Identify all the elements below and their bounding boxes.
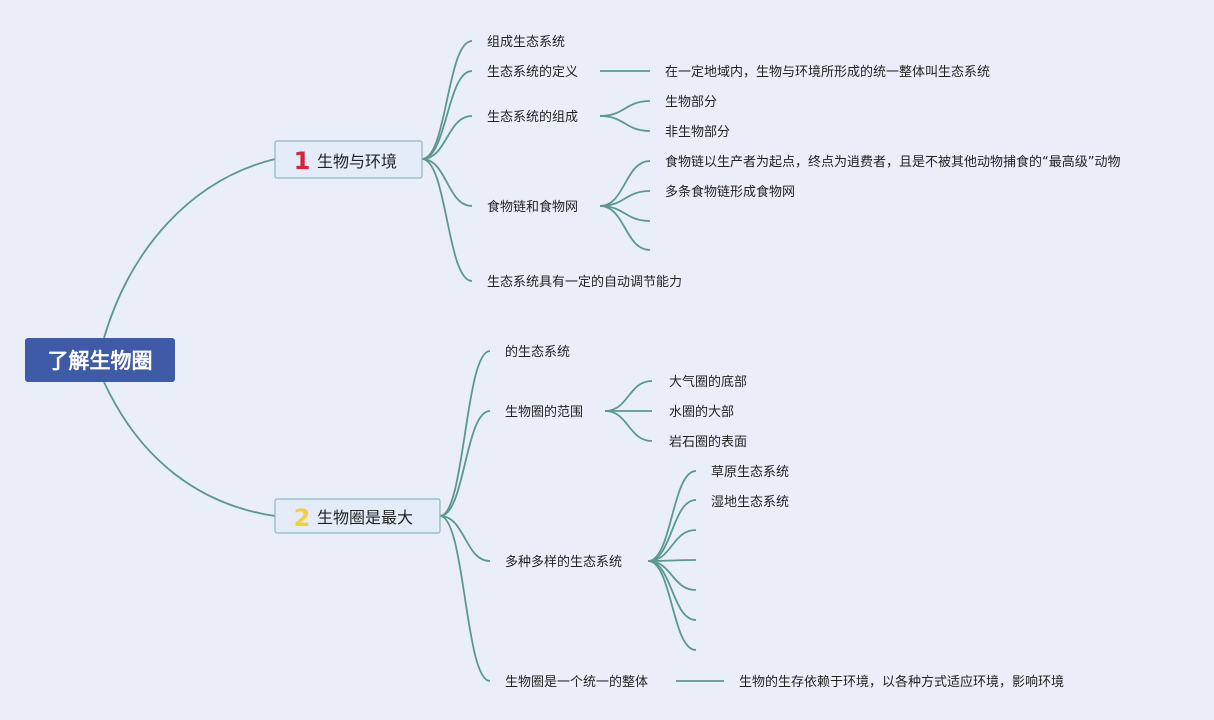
- subtopic-label[interactable]: 大气圈的底部: [669, 374, 747, 390]
- connector-line: [421, 158, 473, 282]
- connector-line: [439, 410, 491, 517]
- topic-label[interactable]: 生态系统的组成: [487, 109, 578, 125]
- connector-line: [421, 70, 473, 160]
- connector-line: [647, 499, 697, 562]
- connector-line: [647, 560, 697, 621]
- root-connector: [103, 158, 276, 339]
- subtopic-label[interactable]: 岩石圈的表面: [669, 434, 747, 450]
- connector-line: [439, 515, 491, 562]
- topic-label[interactable]: 生态系统的定义: [487, 64, 578, 80]
- connector-line: [604, 410, 653, 442]
- branch-node-2-label: 生物圈是最大: [317, 508, 413, 527]
- connector-line: [421, 158, 473, 207]
- topic-label[interactable]: 生物圈是一个统一的整体: [505, 674, 648, 690]
- connector-line: [647, 559, 697, 562]
- subtopic-label[interactable]: 多条食物链形成食物网: [665, 184, 795, 200]
- subtopic-label[interactable]: 草原生态系统: [711, 465, 789, 480]
- subtopic-label[interactable]: 非生物部分: [665, 125, 730, 140]
- connector-lines: [103, 40, 724, 682]
- subtopic-label[interactable]: 湿地生态系统: [711, 495, 789, 510]
- subtopic-label[interactable]: 水圈的大部: [669, 404, 734, 420]
- root-node[interactable]: 了解生物圈: [25, 338, 175, 382]
- connector-line: [599, 100, 651, 117]
- topic-label[interactable]: 食物链和食物网: [487, 199, 578, 215]
- root-node-label: 了解生物圈: [48, 349, 153, 373]
- subtopic-label[interactable]: 在一定地域内，生物与环境所形成的统一整体叫生态系统: [665, 64, 990, 80]
- branch-node-1-box: [274, 140, 423, 179]
- connector-line: [439, 515, 491, 682]
- root-connector: [103, 381, 276, 517]
- connector-line: [421, 40, 473, 160]
- branch-node-1-label: 生物与环境: [317, 152, 397, 171]
- connector-line: [647, 470, 697, 562]
- subtopic-label[interactable]: 生物部分: [665, 95, 717, 110]
- topic-label[interactable]: 生态系统具有一定的自动调节能力: [487, 274, 682, 290]
- connector-line: [439, 350, 491, 517]
- branch-node-2-box: [274, 498, 441, 534]
- branch-node-2[interactable]: 2 生物圈是最大: [274, 498, 441, 534]
- root-node-box: [25, 338, 175, 382]
- connector-line: [647, 560, 697, 651]
- branch-number-1: 1: [294, 147, 311, 175]
- connector-line: [421, 115, 473, 160]
- topic-label[interactable]: 组成生态系统: [487, 35, 565, 50]
- connector-line: [604, 380, 653, 412]
- topic-label[interactable]: 生物圈的范围: [505, 404, 583, 420]
- subtopic-label[interactable]: 生物的生存依赖于环境，以各种方式适应环境，影响环境: [739, 674, 1064, 690]
- connector-line: [599, 205, 651, 251]
- connector-line: [647, 529, 697, 562]
- branch-node-1[interactable]: 1 生物与环境: [274, 140, 423, 179]
- topic-label[interactable]: 多种多样的生态系统: [505, 554, 622, 570]
- branch-number-2: 2: [294, 504, 311, 532]
- topic-label[interactable]: 的生态系统: [505, 344, 570, 360]
- subtopic-label[interactable]: 食物链以生产者为起点，终点为逍费者，且是不被其他动物捕食的“最高级”动物: [665, 154, 1120, 170]
- connector-line: [599, 115, 651, 132]
